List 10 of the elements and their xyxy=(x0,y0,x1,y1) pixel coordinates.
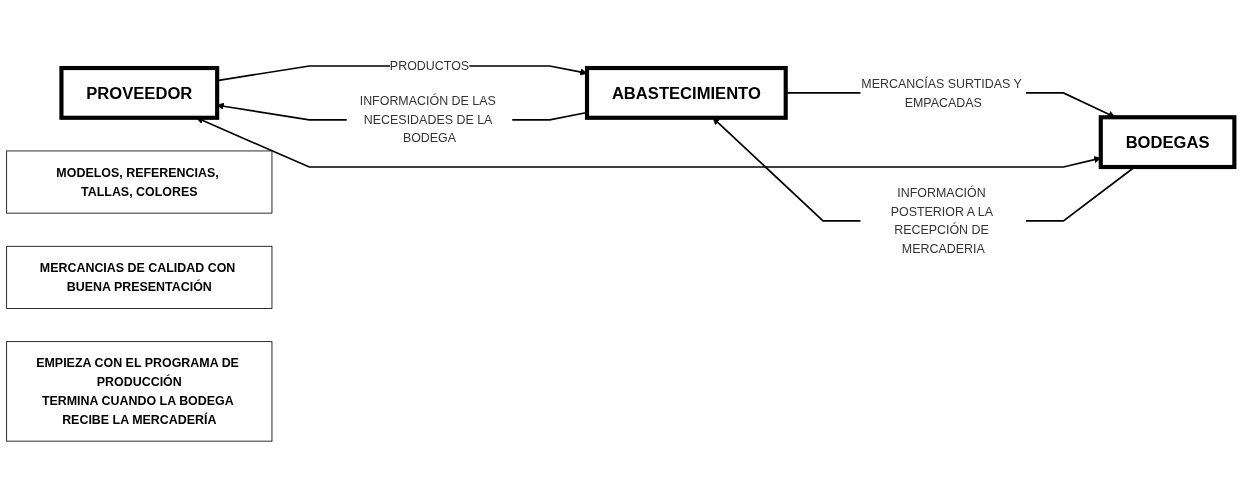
edge-label: PRODUCTOS xyxy=(389,58,470,73)
node-box: EMPIEZA CON EL PROGRAMA DE PRODUCCIÓN TERMINA CUANDO LA BODEGA RECIBE LA MERCADERÍA xyxy=(6,341,273,442)
node-box: PROVEEDOR xyxy=(59,66,220,120)
edge-label: INFORMACIÓN POSTERIOR A LA RECEPCIÓN DE MERCADERIA xyxy=(890,185,993,256)
node-box: BODEGAS xyxy=(1098,115,1237,170)
node-box: MERCANCIAS DE CALIDAD CON BUENA PRESENTACIÓN xyxy=(6,246,273,309)
node-box: ABASTECIMIENTO xyxy=(584,66,788,120)
edge-label: INFORMACIÓN DE LAS NECESIDADES DE LA BODEGA xyxy=(359,93,496,146)
edge-label: MERCANCÍAS SURTIDAS Y EMPACADAS xyxy=(861,76,1022,109)
node-box: MODELOS, REFERENCIAS, TALLAS, COLORES xyxy=(6,150,273,214)
